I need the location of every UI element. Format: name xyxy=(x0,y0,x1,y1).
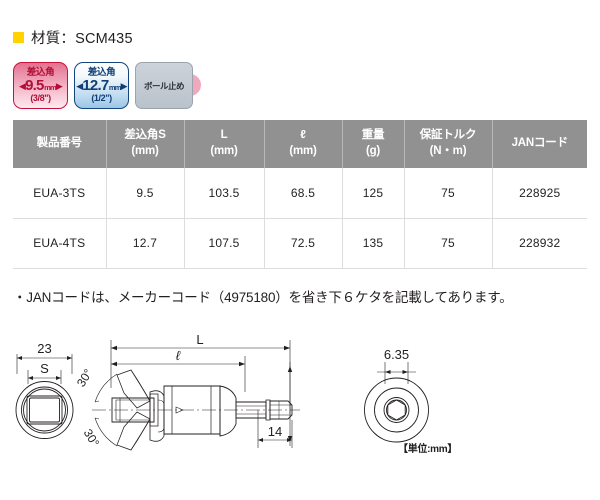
arrow-right-icon: ▶ xyxy=(55,81,63,92)
side-view-assembly xyxy=(92,340,300,451)
badge-label-drive-angle: 差込角 xyxy=(87,66,116,78)
label-total-length: L xyxy=(196,332,203,347)
cell-length-L: 107.5 xyxy=(184,218,265,269)
arrow-left-icon: ◀ xyxy=(19,81,26,92)
badge-unit: mm xyxy=(108,83,122,93)
label-drive-square: S xyxy=(40,361,49,376)
badge-ball-stop: ボール止め xyxy=(135,62,193,109)
column-header-length-L: L (mm) xyxy=(184,120,265,168)
badge-value: 12.7 xyxy=(82,77,109,95)
column-header-torque: 保証トルク (N・m) xyxy=(404,120,493,168)
badge-value: 9.5 xyxy=(25,77,44,95)
specification-table: 製品番号 差込角S (mm) L (mm) ℓ (mm) 重量 (g) 保証トル… xyxy=(13,120,587,269)
cell-torque: 75 xyxy=(404,218,493,269)
cell-length-L: 103.5 xyxy=(184,168,265,219)
label-hex-across-flats: 6.35 xyxy=(384,347,409,362)
label-angle-upper: 30° xyxy=(74,366,96,389)
label-angle-lower: 30° xyxy=(81,426,103,449)
drawing-svg: 23 S L ℓ 14 6.35 30° 30° xyxy=(15,332,429,451)
badge-drive-size-12p7: 差込角 ◀ 12.7 mm ▶ (1/2") xyxy=(74,62,129,109)
cell-jan: 228925 xyxy=(492,168,587,219)
cell-weight: 135 xyxy=(342,218,405,269)
column-header-drive-s: 差込角S (mm) xyxy=(106,120,185,168)
label-outer-diameter: 23 xyxy=(37,341,51,356)
technical-drawing: 23 S L ℓ 14 6.35 30° 30° xyxy=(0,322,600,472)
jan-code-note: ・JANコードは、メーカーコード（4975180）を省き下６ケタを記載してありま… xyxy=(13,290,513,305)
cell-torque: 75 xyxy=(404,168,493,219)
badge-value-group: ◀ 12.7 mm ▶ xyxy=(76,78,127,93)
unit-note: 【単位:mm】 xyxy=(398,444,458,455)
badge-drive-size-9p5: 差込角 ◀ 9.5 mm ▶ (3/8") xyxy=(13,62,68,109)
badge-label-drive-angle: 差込角 xyxy=(26,66,55,78)
material-heading: 材質：SCM435 xyxy=(13,27,133,48)
label-socket-length: ℓ xyxy=(176,348,181,363)
table-row: EUA-3TS 9.5 103.5 68.5 125 75 228925 xyxy=(13,168,587,219)
column-header-weight: 重量 (g) xyxy=(342,120,405,168)
badge-unit: mm xyxy=(44,83,57,93)
cell-length-l: 68.5 xyxy=(264,168,343,219)
table-row: EUA-4TS 12.7 107.5 72.5 135 75 228932 xyxy=(13,218,587,269)
badge-value-group: ◀ 9.5 mm ▶ xyxy=(19,77,63,95)
badge-ball-stop-wrap: ボール止め xyxy=(135,62,201,109)
cell-model: EUA-3TS xyxy=(13,168,107,219)
label-hex-length: 14 xyxy=(268,424,282,439)
arrow-right-icon: ▶ xyxy=(120,81,128,92)
cell-length-l: 72.5 xyxy=(264,218,343,269)
badge-row: 差込角 ◀ 9.5 mm ▶ (3/8") 差込角 ◀ 12.7 mm ▶ (1… xyxy=(13,62,201,109)
cell-jan: 228932 xyxy=(492,218,587,269)
material-heading-text: 材質：SCM435 xyxy=(31,31,133,47)
socket-end-view xyxy=(15,354,74,439)
cell-drive-s: 12.7 xyxy=(106,218,185,269)
column-header-jan: JANコード xyxy=(492,120,587,168)
arrow-left-icon: ◀ xyxy=(76,81,83,92)
hex-bit-end-view xyxy=(364,362,429,443)
column-header-length-l: ℓ (mm) xyxy=(264,120,343,168)
column-header-model: 製品番号 xyxy=(13,120,107,168)
badge-inch-equivalent: (3/8") xyxy=(30,93,51,104)
badge-inch-equivalent: (1/2") xyxy=(91,93,112,104)
cell-drive-s: 9.5 xyxy=(106,168,185,219)
cell-weight: 125 xyxy=(342,168,405,219)
table-header-row: 製品番号 差込角S (mm) L (mm) ℓ (mm) 重量 (g) 保証トル… xyxy=(13,120,587,168)
yellow-square-bullet-icon xyxy=(13,32,24,43)
badge-ball-stop-label: ボール止め xyxy=(143,80,185,91)
cell-model: EUA-4TS xyxy=(13,218,107,269)
